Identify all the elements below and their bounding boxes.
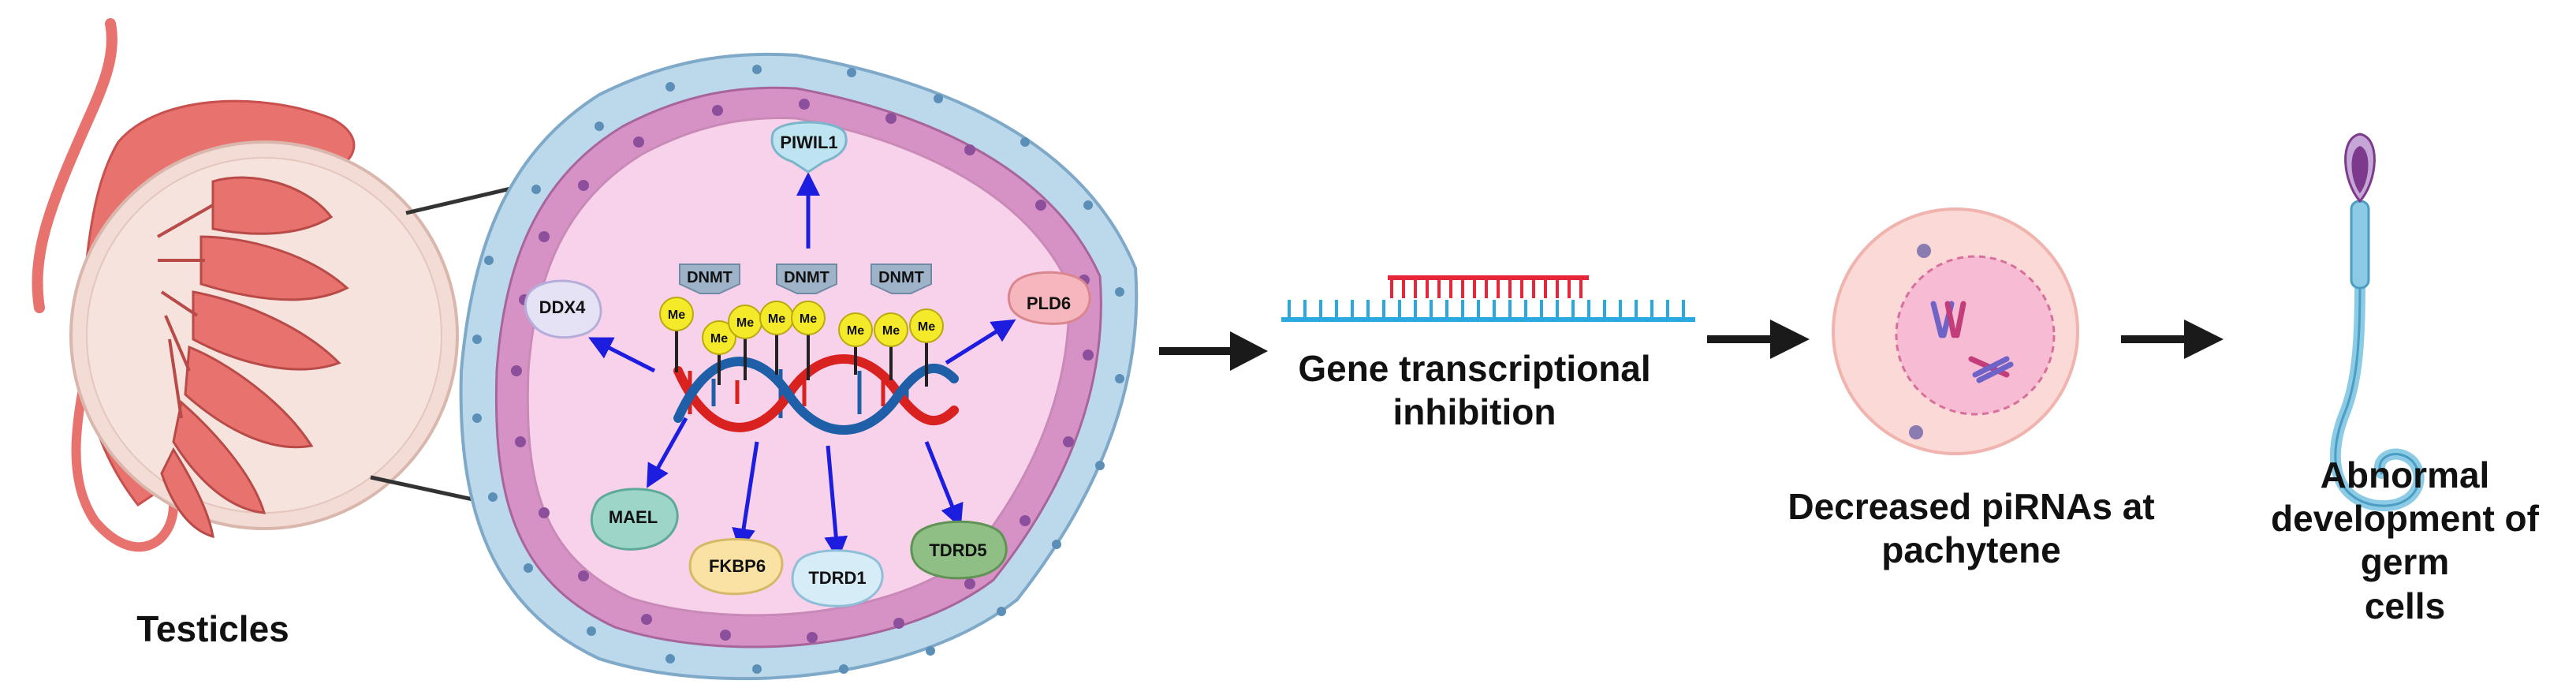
dnmt-enzyme: DNMT xyxy=(870,264,932,294)
spermatic-cord xyxy=(32,18,117,313)
testicles-caption-text: Testicles xyxy=(136,608,289,649)
sperm-cell xyxy=(2329,133,2425,512)
protein-pld6: PLD6 xyxy=(1007,271,1091,325)
testis-illustration xyxy=(32,18,525,552)
outer-cell-nuclei xyxy=(472,65,1124,674)
abnormal-caption-line3: cells xyxy=(2364,585,2446,626)
tdrd5-label: TDRD5 xyxy=(929,540,986,560)
methylated-dna: DNMT DNMT DNMT Me Me Me Me Me Me Me Me xyxy=(659,264,959,435)
transcription-inhibition-graphic xyxy=(1281,275,1695,322)
sperm-midpiece xyxy=(2350,200,2370,290)
protein-tdrd1: TDRD1 xyxy=(791,549,884,607)
ddx4-label: DDX4 xyxy=(539,297,586,317)
mael-label: MAEL xyxy=(609,507,658,527)
cell-nuclei xyxy=(511,99,1094,643)
methyl-label: Me xyxy=(668,308,685,322)
rete-testis xyxy=(157,204,214,419)
abnormal-caption-line2: development of germ xyxy=(2271,498,2539,583)
pachytene-cell xyxy=(1832,207,2079,455)
dna-strand-blue xyxy=(673,357,959,435)
pirna-caption-line1: Decreased piRNAs at xyxy=(1788,486,2155,527)
protein-piwil1: PIWIL1 xyxy=(770,121,848,174)
zoom-line-top xyxy=(405,183,525,215)
arrow-to-mael xyxy=(647,417,688,488)
abnormal-development-caption: Abnormal development of germ cells xyxy=(2231,454,2576,628)
fkbp6-label: FKBP6 xyxy=(709,556,766,576)
cell-nucleus xyxy=(1895,255,2056,416)
methyl-label: Me xyxy=(736,316,754,330)
flow-arrow-2 xyxy=(1707,320,1810,359)
flow-arrow-3 xyxy=(2121,320,2224,359)
dnmt-label: DNMT xyxy=(687,269,733,286)
rna-ticks xyxy=(1390,278,1583,298)
dnmt-enzyme: DNMT xyxy=(776,264,837,294)
tdrd1-label: TDRD1 xyxy=(808,568,866,588)
dnmt-enzyme: DNMT xyxy=(679,264,740,294)
methyl-groups xyxy=(659,297,944,355)
seminiferous-lobules xyxy=(160,176,349,539)
dna-strand-red xyxy=(673,354,959,432)
arrow-to-tdrd1 xyxy=(824,445,848,560)
protein-fkbp6: FKBP6 xyxy=(688,538,784,596)
protein-mael: MAEL xyxy=(590,488,679,551)
dna-ticks xyxy=(1288,300,1685,320)
flow-arrow-1 xyxy=(1159,331,1268,371)
methyl-label: Me xyxy=(710,332,728,346)
arrow-to-fkbp6 xyxy=(732,441,759,552)
methyl-label: Me xyxy=(800,312,817,326)
arrow-to-pld6 xyxy=(945,319,1016,365)
chromosomes xyxy=(1930,301,2014,383)
methyl-label: Me xyxy=(882,324,900,338)
target-arrows xyxy=(588,172,1016,560)
vas-deferens xyxy=(71,342,178,552)
protein-ddx4: DDX4 xyxy=(524,279,602,339)
dnmt-label: DNMT xyxy=(878,269,924,286)
pirna-caption: Decreased piRNAs at pachytene xyxy=(1735,485,2208,572)
gene-caption-line2: inhibition xyxy=(1392,391,1556,433)
abnormal-caption-line1: Abnormal xyxy=(2320,454,2490,495)
gene-caption-line1: Gene transcriptional xyxy=(1298,348,1651,389)
pirna-caption-line2: pachytene xyxy=(1881,529,2061,571)
arrow-to-tdrd5 xyxy=(924,441,964,529)
methyl-label: Me xyxy=(918,320,935,334)
centrosome xyxy=(1909,244,1931,439)
piwil1-label: PIWIL1 xyxy=(780,133,837,152)
arrow-to-ddx4 xyxy=(588,337,656,373)
protein-tdrd5: TDRD5 xyxy=(910,520,1008,580)
pld6-label: PLD6 xyxy=(1027,293,1071,313)
methyl-label: Me xyxy=(847,324,864,338)
gene-inhibition-caption: Gene transcriptional inhibition xyxy=(1254,347,1695,434)
dnmt-label: DNMT xyxy=(784,269,829,286)
methyl-label: Me xyxy=(768,312,785,326)
methyl-labels: Me Me Me Me Me Me Me Me xyxy=(668,308,935,346)
testicles-caption: Testicles xyxy=(71,607,355,651)
